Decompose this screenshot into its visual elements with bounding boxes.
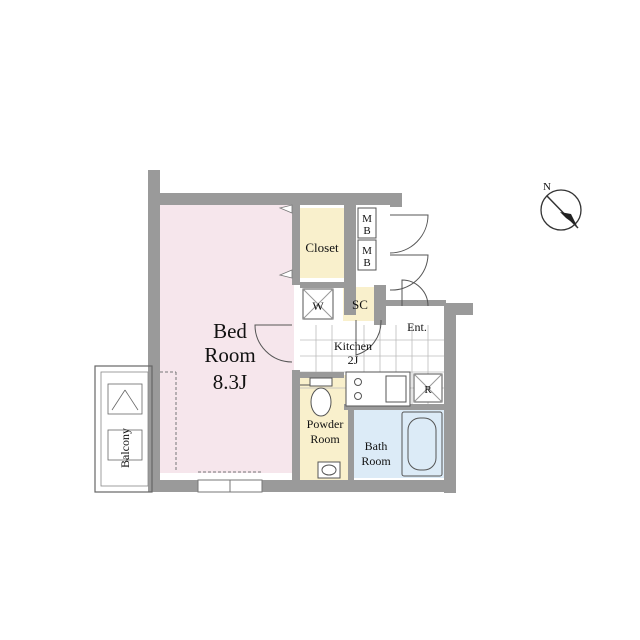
kitchen-counter xyxy=(345,371,443,407)
closet-markers xyxy=(278,204,293,279)
bedroom-floor xyxy=(160,205,294,473)
powder-fixtures xyxy=(309,377,341,479)
closet-floor xyxy=(300,208,344,278)
doors xyxy=(254,214,429,386)
bedroom-label-2: Room xyxy=(204,343,255,367)
north-compass: N xyxy=(540,181,582,231)
entrance-label: Ent. xyxy=(407,320,427,334)
refrigerator-label: R xyxy=(424,384,432,396)
shoe-closet-label: SC xyxy=(352,297,368,312)
kitchen-size: 2J xyxy=(348,353,359,367)
walls xyxy=(148,170,473,493)
mb2-top: M xyxy=(362,245,372,257)
washer-box xyxy=(302,288,334,320)
powder-room-label: Powder xyxy=(307,417,344,431)
mb1-bottom: B xyxy=(363,225,370,237)
balcony-label: Balcony xyxy=(118,428,132,468)
closet-label: Closet xyxy=(305,240,339,255)
compass-needle-icon xyxy=(560,212,577,226)
bedroom-label: Bed xyxy=(213,319,247,343)
bath-room-floor xyxy=(352,410,444,478)
mb1-top: M xyxy=(362,213,372,225)
bath-room-label-2: Room xyxy=(361,454,391,468)
bathtub xyxy=(401,411,443,477)
washer-label: W xyxy=(312,299,324,313)
balcony xyxy=(94,365,153,493)
bath-room-label: Bath xyxy=(365,439,388,453)
bedroom-size: 8.3J xyxy=(213,370,247,394)
mb-boxes xyxy=(357,207,377,271)
kitchen-label: Kitchen xyxy=(334,339,372,353)
compass-north-label: N xyxy=(543,181,551,193)
mb2-bottom: B xyxy=(363,257,370,269)
powder-room-label-2: Room xyxy=(310,432,340,446)
bedroom-window xyxy=(160,371,263,493)
